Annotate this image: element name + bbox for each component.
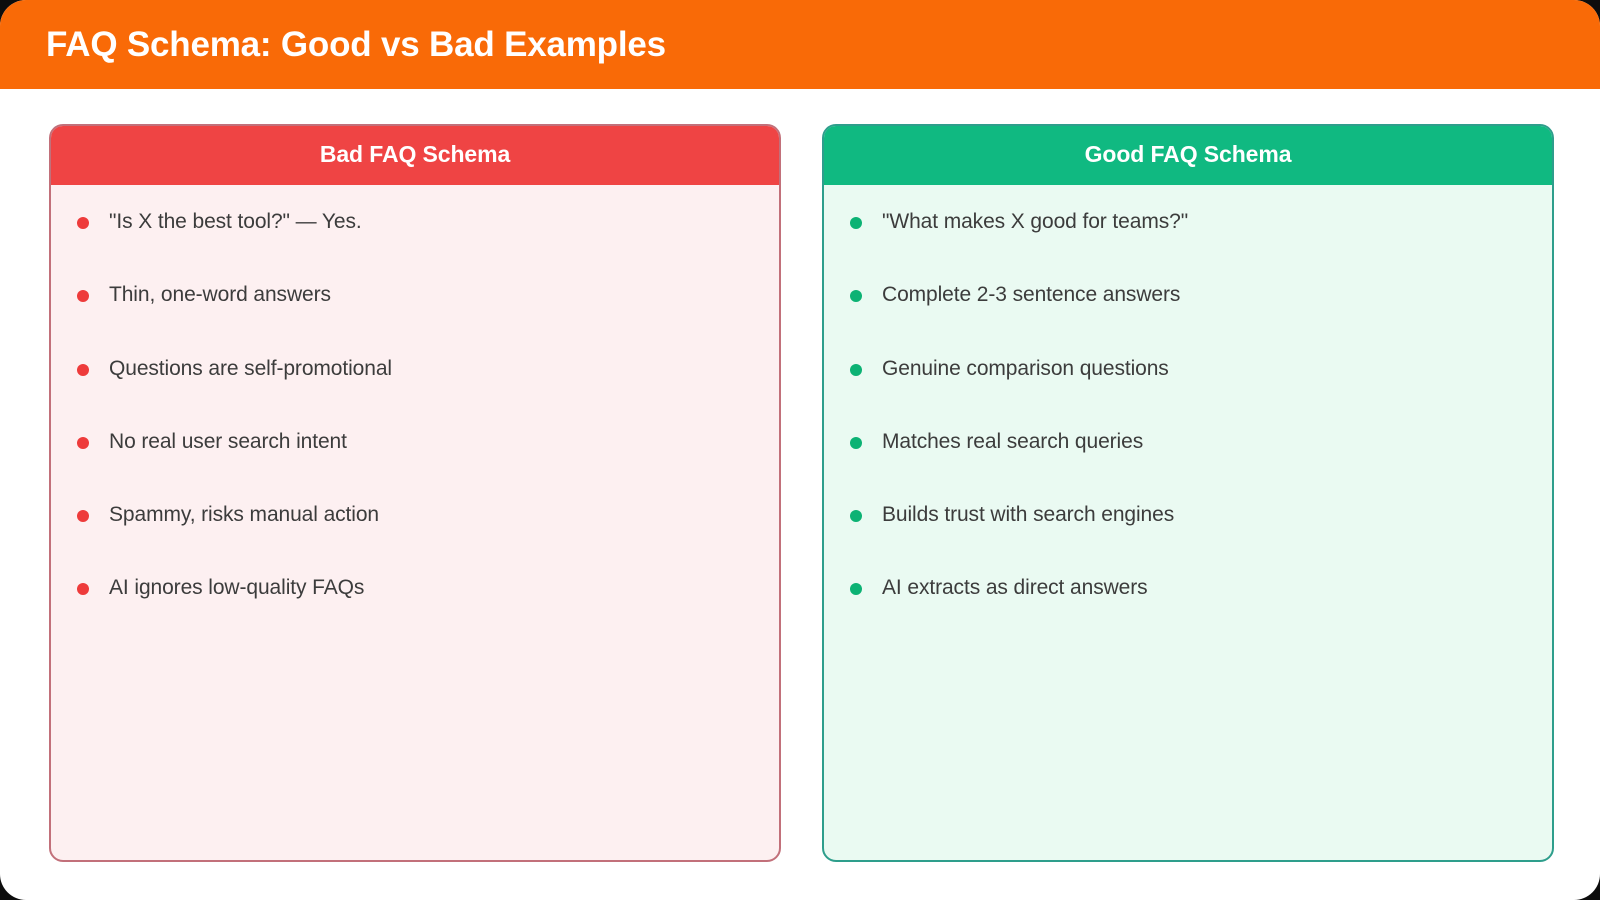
good-item-list: "What makes X good for teams?" Complete … [850, 208, 1526, 602]
bad-faq-schema-card: Bad FAQ Schema "Is X the best tool?" — Y… [49, 124, 781, 862]
list-item: Matches real search queries [850, 428, 1526, 455]
list-item: Genuine comparison questions [850, 355, 1526, 382]
list-item-label: Matches real search queries [882, 429, 1144, 453]
list-item-label: "Is X the best tool?" — Yes. [109, 210, 362, 233]
bullet-dot-icon [850, 363, 862, 376]
list-item: AI ignores low-quality FAQs [77, 574, 753, 601]
list-item: Spammy, risks manual action [77, 501, 753, 528]
good-faq-schema-card: Good FAQ Schema "What makes X good for t… [822, 124, 1554, 862]
page-title: FAQ Schema: Good vs Bad Examples [46, 25, 666, 64]
bullet-dot-icon [850, 436, 862, 449]
page-header-band: FAQ Schema: Good vs Bad Examples [0, 0, 1600, 89]
bad-card-body: "Is X the best tool?" — Yes. Thin, one-w… [51, 185, 779, 860]
list-item-label: Spammy, risks manual action [109, 503, 380, 527]
bad-card-header: Bad FAQ Schema [51, 126, 779, 185]
bad-item-list: "Is X the best tool?" — Yes. Thin, one-w… [77, 208, 753, 602]
list-item: Complete 2-3 sentence answers [850, 281, 1526, 308]
bullet-dot-icon [77, 217, 89, 229]
good-card-body: "What makes X good for teams?" Complete … [824, 185, 1552, 860]
list-item-label: AI ignores low-quality FAQs [109, 576, 365, 600]
list-item: "Is X the best tool?" — Yes. [77, 208, 753, 235]
list-item-label: "What makes X good for teams?" [882, 210, 1189, 233]
bullet-dot-icon [850, 290, 862, 303]
list-item: Thin, one-word answers [77, 281, 753, 308]
list-item: Builds trust with search engines [850, 501, 1526, 528]
bullet-dot-icon [77, 363, 89, 376]
list-item-label: Builds trust with search engines [882, 503, 1175, 527]
list-item: Questions are self-promotional [77, 355, 753, 382]
bullet-dot-icon [850, 217, 862, 229]
list-item-label: Complete 2-3 sentence answers [882, 283, 1181, 307]
list-item: "What makes X good for teams?" [850, 208, 1526, 235]
bullet-dot-icon [850, 583, 862, 596]
list-item-label: No real user search intent [109, 429, 347, 453]
list-item: No real user search intent [77, 428, 753, 455]
good-card-header: Good FAQ Schema [824, 126, 1552, 185]
list-item-label: Thin, one-word answers [109, 283, 331, 307]
bullet-dot-icon [77, 290, 89, 303]
comparison-columns: Bad FAQ Schema "Is X the best tool?" — Y… [0, 89, 1600, 900]
list-item: AI extracts as direct answers [850, 574, 1526, 601]
bad-card-title: Bad FAQ Schema [319, 141, 511, 167]
bullet-dot-icon [77, 583, 89, 596]
list-item-label: AI extracts as direct answers [882, 576, 1148, 600]
bullet-dot-icon [77, 436, 89, 449]
bullet-dot-icon [850, 510, 862, 523]
list-item-label: Genuine comparison questions [882, 356, 1169, 380]
bullet-dot-icon [77, 510, 89, 523]
list-item-label: Questions are self-promotional [109, 356, 392, 380]
good-card-title: Good FAQ Schema [1084, 141, 1292, 167]
